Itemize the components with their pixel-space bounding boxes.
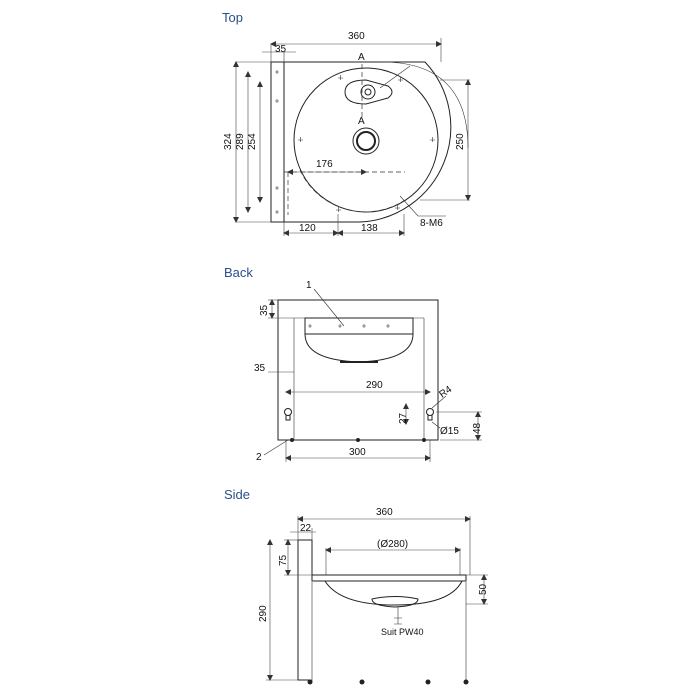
back-keyhole-left — [284, 408, 292, 421]
top-section-a-lower: A — [358, 116, 365, 127]
top-view-title: Top — [222, 10, 243, 25]
top-back-plate — [270, 61, 285, 223]
top-section-a-upper: A — [358, 52, 365, 63]
side-dim-22: 22 — [300, 523, 312, 534]
top-dim-138: 138 — [361, 223, 378, 234]
back-bottom-screw — [290, 438, 294, 442]
back-callout-2-leader — [263, 439, 289, 456]
back-r4-leader — [431, 395, 447, 409]
side-bottom-screw — [425, 679, 431, 685]
side-drain-fitting — [371, 596, 419, 608]
top-faucet — [344, 79, 393, 105]
side-frame — [311, 581, 467, 680]
top-dim-35: 35 — [275, 44, 287, 55]
back-bowl-belly — [304, 333, 414, 363]
back-dim-d15: Ø15 — [440, 426, 459, 437]
side-drain-symbol — [394, 617, 402, 625]
side-top-lip — [311, 574, 467, 582]
back-dim-35-top: 35 — [259, 304, 270, 316]
top-view: A A 8-M6 360 35 324 289 254 — [223, 31, 471, 236]
top-bowl-rim-dashed — [299, 169, 406, 213]
back-plate-outline — [277, 299, 439, 441]
back-d15-leader — [431, 421, 441, 429]
top-body-outline — [283, 61, 452, 223]
back-dim-35-left: 35 — [254, 363, 266, 374]
side-dim-360: 360 — [376, 507, 393, 518]
back-dim-48: 48 — [472, 422, 483, 434]
back-lip-bar — [304, 317, 414, 335]
side-drain-label: Suit PW40 — [381, 627, 424, 637]
top-faucet-core — [364, 88, 372, 96]
back-view-title: Back — [224, 265, 253, 280]
top-dim-254: 254 — [247, 133, 258, 150]
side-view-title: Side — [224, 487, 251, 502]
top-screws-leader — [399, 195, 446, 217]
side-dim-290: 290 — [258, 605, 269, 622]
side-view: Suit PW40 360 22 (Ø280) 75 290 50 — [258, 507, 489, 685]
side-dim-50: 50 — [478, 583, 489, 595]
top-dim-360: 360 — [348, 31, 365, 42]
back-keyhole-right — [426, 408, 434, 421]
side-bottom-screw — [359, 679, 365, 685]
side-dim-75: 75 — [278, 554, 289, 566]
top-dim-176: 176 — [316, 159, 333, 170]
top-screws-label: 8-M6 — [420, 218, 443, 229]
back-dim-290: 290 — [366, 380, 383, 391]
top-dim-324: 324 — [223, 133, 234, 150]
side-bottom-screw — [307, 679, 313, 685]
top-dim-289: 289 — [235, 133, 246, 150]
side-wall-plate — [297, 539, 313, 681]
side-dim-280: (Ø280) — [377, 539, 408, 550]
back-callout-2: 2 — [256, 452, 262, 463]
back-dim-300: 300 — [349, 447, 366, 458]
side-bottom-screw — [463, 679, 469, 685]
top-drain-outer — [352, 127, 380, 155]
top-dim-250: 250 — [455, 133, 466, 150]
back-bottom-screw — [422, 438, 426, 442]
top-dim-120: 120 — [299, 223, 316, 234]
back-bottom-screw — [356, 438, 360, 442]
back-view: 1 2 35 35 290 300 27 R4 Ø15 48 — [254, 280, 483, 463]
back-dim-27: 27 — [398, 412, 409, 424]
back-callout-1-leader — [313, 288, 345, 327]
top-faucet-ring — [360, 84, 376, 100]
side-bowl-curve — [324, 580, 463, 606]
top-screw-marks — [275, 70, 435, 214]
back-screw-marks — [308, 324, 390, 328]
top-faucet-leader — [379, 65, 411, 89]
back-callout-1: 1 — [306, 280, 312, 291]
back-dim-r4: R4 — [437, 384, 454, 401]
top-drain-inner — [356, 131, 376, 151]
